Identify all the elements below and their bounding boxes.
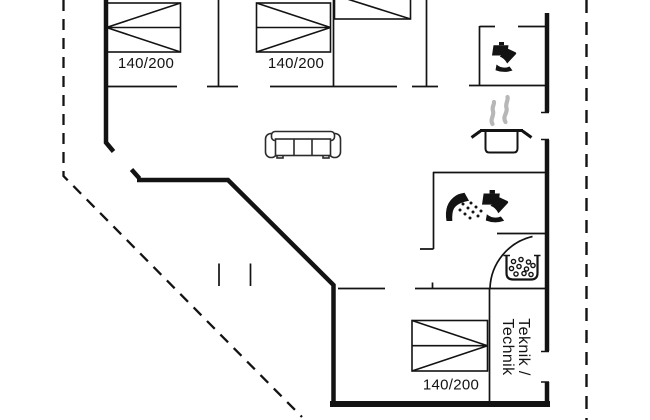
bed2-size-label: 140/200 (268, 55, 324, 72)
plot-boundary-dashed (62, 0, 588, 420)
wall-bedroom-dividers (217, 0, 428, 87)
beds (105, 0, 489, 372)
shower-icon (445, 192, 483, 221)
bed1-size-label: 140/200 (118, 55, 174, 72)
sink-icon (503, 254, 541, 281)
double-bed-icon-1 (105, 2, 182, 53)
exterior-walls (103, 0, 550, 407)
double-bed-icon-4 (411, 319, 489, 372)
wall-jamb-ticks-right (541, 111, 549, 383)
toilet-icon (482, 190, 509, 223)
stove-icon (470, 94, 533, 154)
opening-marks (218, 263, 252, 286)
double-bed-icon-3 (333, 0, 412, 20)
terrace-boundary-left (62, 0, 303, 418)
door-swing-arc (489, 235, 533, 289)
steam (502, 94, 510, 125)
utility-room-label-line1: Teknik / (515, 318, 532, 376)
exterior-wall-living-diagonal (129, 168, 336, 404)
double-bed-icon-2 (255, 2, 332, 53)
interior-walls (106, 0, 549, 404)
utility-room-label-line2: Technik (499, 318, 516, 376)
bed4-size-label: 140/200 (423, 377, 479, 394)
wall-wc-room (469, 25, 545, 87)
sofa-icon (264, 130, 342, 159)
wall-bathroom (420, 171, 545, 288)
toilet-icon (492, 42, 517, 72)
steam (489, 99, 497, 127)
